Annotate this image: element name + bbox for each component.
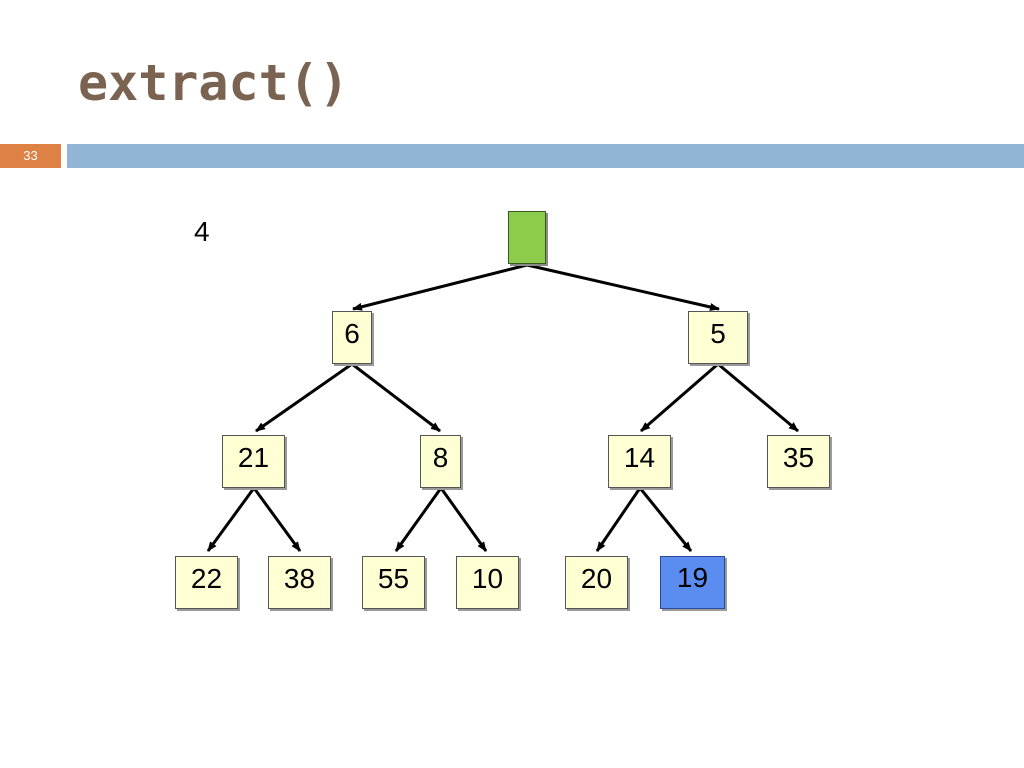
edge-14-20 — [595, 487, 642, 552]
tree-node-22: 22 — [175, 556, 238, 609]
tree-node-5: 5 — [688, 311, 748, 364]
tree-node-14: 14 — [608, 435, 671, 488]
tree-node-35: 35 — [767, 435, 830, 488]
edge-root-5 — [526, 263, 720, 311]
header-bar — [67, 144, 1024, 168]
edge-5-14 — [640, 362, 719, 433]
tree-node-10: 10 — [456, 556, 519, 609]
tree-node-55: 55 — [362, 556, 425, 609]
edge-6-8 — [351, 362, 441, 433]
edge-14-19 — [638, 487, 693, 552]
edge-8-10 — [439, 487, 488, 552]
tree-node-8: 8 — [420, 435, 461, 488]
edge-5-35 — [717, 362, 799, 433]
tree-node-21: 21 — [222, 435, 285, 488]
tree-node-19-highlighted: 19 — [660, 556, 725, 609]
edge-21-38 — [252, 487, 302, 552]
slide-title: extract() — [78, 54, 349, 112]
tree-node-38: 38 — [268, 556, 331, 609]
edge-root-6 — [352, 263, 528, 311]
page-number-badge: 33 — [0, 144, 61, 168]
edge-21-22 — [206, 487, 256, 552]
extracted-value-label: 4 — [194, 216, 210, 247]
edge-6-21 — [255, 362, 353, 433]
tree-node-root — [508, 211, 546, 264]
tree-node-20: 20 — [565, 556, 628, 609]
tree-node-6: 6 — [332, 311, 372, 364]
edge-8-55 — [394, 487, 443, 552]
